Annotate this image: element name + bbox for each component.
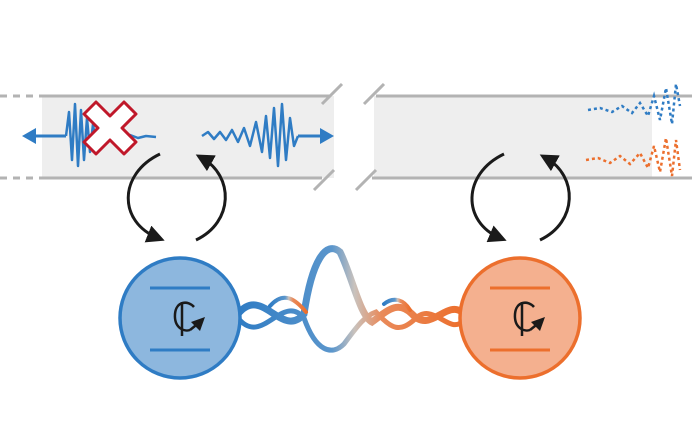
right-break-mark-top	[362, 82, 386, 106]
orange-detected-signal	[585, 137, 682, 177]
orange-qubit	[458, 256, 582, 380]
blocked-cross-icon	[82, 100, 138, 156]
blue-rotation-arrow-icon	[173, 301, 205, 336]
orange-rotation-arrow-icon	[513, 301, 545, 336]
blue-qubit-circle	[118, 256, 242, 380]
left-outgoing-arrow-icon	[22, 128, 66, 144]
right-waveguide	[354, 82, 692, 192]
blue-qubit	[118, 256, 242, 380]
left-break-mark-bottom	[312, 168, 336, 192]
left-emit-arrow-icon	[195, 154, 227, 242]
right-waveguide-body	[374, 96, 652, 178]
left-absorb-arrow-icon	[126, 152, 165, 243]
orange-qubit-circle	[458, 256, 582, 380]
right-break-mark-bottom	[354, 168, 378, 192]
right-outgoing-arrow-icon	[298, 128, 334, 144]
entanglement-braid	[234, 245, 466, 353]
right-wave-packet	[201, 102, 300, 168]
left-break-mark-top	[320, 82, 344, 106]
right-emit-arrow-icon	[539, 154, 571, 242]
right-absorb-arrow-icon	[470, 152, 507, 243]
blue-detected-signal	[587, 83, 682, 125]
